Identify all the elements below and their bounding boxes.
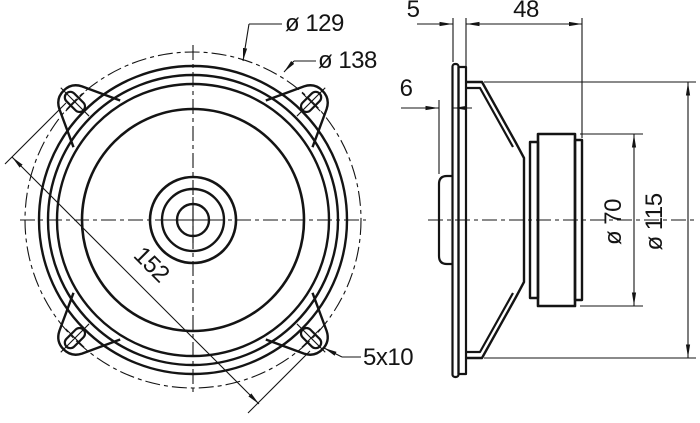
dim-6-label: 6 — [400, 75, 413, 102]
mounting-tab-top-left — [57, 84, 121, 148]
dia-70-label: ø 70 — [600, 199, 627, 245]
flange-profile — [457, 65, 468, 376]
dimension-48: 48 — [466, 0, 583, 138]
dimension-152: 152 — [4, 102, 311, 414]
leader-dia-129: ø 129 — [242, 10, 345, 62]
dia-129-label: ø 129 — [285, 10, 344, 37]
mounting-tab-top-right — [265, 84, 329, 148]
side-view: 5 48 6 ø 70 ø 115 — [400, 0, 698, 379]
dia-138-label: ø 138 — [318, 47, 377, 74]
dia-115-label: ø 115 — [641, 193, 668, 250]
dim-5-label: 5 — [407, 0, 420, 23]
front-view: 152 ø 129 ø 138 5x10 — [4, 10, 414, 414]
dimension-dia-70: ø 70 — [580, 133, 643, 307]
extension-line — [4, 102, 67, 165]
basket-cone-profile — [466, 80, 526, 360]
dimension-152-label: 152 — [128, 242, 174, 288]
leader-dia-138: ø 138 — [283, 47, 378, 74]
dimension-6: 6 — [400, 75, 472, 174]
dust-cap-profile — [437, 174, 453, 266]
cone-inner-edge-bottom — [466, 292, 514, 354]
dimension-line — [11, 156, 260, 405]
dimension-dia-115: ø 115 — [484, 81, 696, 359]
dim-48-label: 48 — [513, 0, 539, 23]
leader-slot-5x10: 5x10 — [323, 344, 414, 371]
slot-5x10-label: 5x10 — [363, 344, 413, 371]
cone-inner-edge-top — [466, 86, 514, 148]
mounting-tab-bottom-right — [265, 292, 329, 356]
mounting-tab-bottom-left — [57, 292, 121, 356]
back-plate-profile — [573, 138, 584, 302]
dimension-5: 5 — [407, 0, 467, 80]
